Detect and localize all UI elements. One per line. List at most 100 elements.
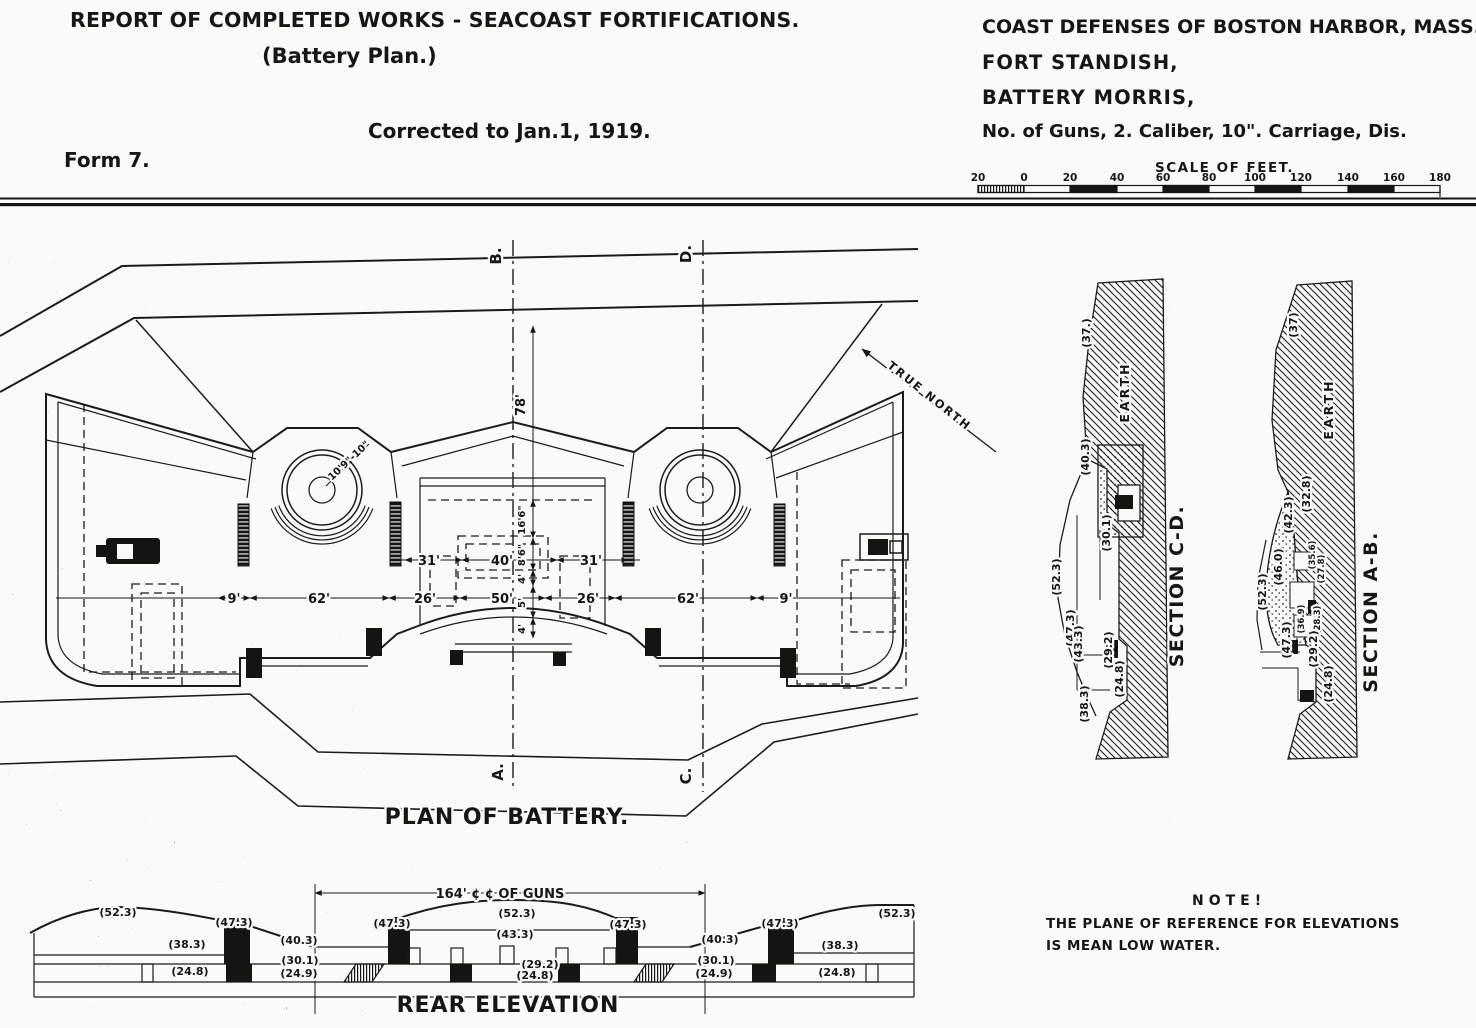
- plan-piers-and-strips: [237, 501, 796, 678]
- svg-text:(29.2): (29.2): [1307, 630, 1320, 667]
- titleblock-defenses: COAST DEFENSES OF BOSTON HARBOR, MASS.: [982, 16, 1476, 38]
- scale-bar: [977, 184, 1441, 197]
- svg-text:0: 0: [1020, 172, 1027, 184]
- guns-spacing-dimension: 164' ¢ ¢ OF GUNS: [436, 887, 565, 902]
- svg-text:9': 9': [779, 592, 792, 607]
- plan-battery-geometry: [45, 303, 904, 687]
- svg-text:(36.9): (36.9): [1297, 605, 1307, 634]
- svg-text:(37.): (37.): [1080, 318, 1093, 348]
- corrected-date: Corrected to Jan.1, 1919.: [368, 119, 651, 143]
- svg-text:(24.8): (24.8): [171, 965, 208, 978]
- svg-text:(30.1): (30.1): [697, 954, 734, 967]
- svg-text:(43.3): (43.3): [1072, 625, 1085, 662]
- svg-text:(24.8): (24.8): [1113, 660, 1126, 697]
- svg-text:(32.8): (32.8): [1300, 475, 1313, 512]
- scale-of-feet-label: SCALE OF FEET.: [1155, 160, 1294, 176]
- svg-text:EARTH: EARTH: [1117, 361, 1132, 422]
- svg-text:16'6": 16'6": [517, 505, 528, 534]
- svg-text:(38.3): (38.3): [168, 938, 205, 951]
- svg-text:(52.3): (52.3): [1050, 558, 1063, 595]
- svg-text:62': 62': [308, 592, 330, 607]
- svg-text:(30.1): (30.1): [1100, 514, 1113, 551]
- svg-text:(40.3): (40.3): [280, 934, 317, 947]
- report-subtitle: (Battery Plan.): [262, 44, 437, 68]
- svg-text:(52.3): (52.3): [878, 907, 915, 920]
- note-line2: IS MEAN LOW WATER.: [1046, 938, 1221, 954]
- titleblock-battery: BATTERY MORRIS,: [982, 86, 1196, 109]
- section-ab-geometry: [1256, 280, 1358, 760]
- titleblock-armament: No. of Guns, 2. Caliber, 10". Carriage, …: [982, 121, 1407, 142]
- rear-elevation-labels: 164' ¢ ¢ OF GUNS (52.3) (47.3) (38.3) (2…: [97, 885, 918, 985]
- svg-text:(40.3): (40.3): [701, 933, 738, 946]
- svg-text:9': 9': [227, 592, 240, 607]
- svg-text:(24.9): (24.9): [695, 967, 732, 980]
- svg-text:(42.3): (42.3): [1282, 496, 1295, 533]
- svg-text:(47.3): (47.3): [1280, 621, 1293, 658]
- svg-text:(52.3): (52.3): [99, 906, 136, 919]
- svg-text:31': 31': [418, 554, 440, 569]
- svg-text:(35.6): (35.6): [1308, 541, 1318, 570]
- svg-text:(24.8): (24.8): [1322, 665, 1335, 702]
- plan-roads-geometry: [0, 248, 919, 817]
- svg-text:60: 60: [1156, 172, 1171, 184]
- svg-text:EARTH: EARTH: [1321, 378, 1336, 439]
- section-marker-a: A.: [489, 763, 507, 781]
- svg-text:78': 78': [514, 394, 529, 416]
- titleblock-fort: FORT STANDISH,: [982, 51, 1179, 74]
- svg-text:40: 40: [1110, 172, 1125, 184]
- svg-text:(47.3): (47.3): [761, 917, 798, 930]
- svg-text:(37): (37): [1287, 312, 1300, 337]
- section-ab-title: SECTION A-B.: [1360, 531, 1382, 693]
- svg-text:120: 120: [1290, 172, 1312, 184]
- svg-text:(28.3): (28.3): [1313, 606, 1323, 635]
- header-divider-rules: [0, 197, 1476, 207]
- report-title: REPORT OF COMPLETED WORKS - SEACOAST FOR…: [70, 8, 800, 32]
- svg-text:(46.0): (46.0): [1272, 548, 1285, 585]
- rear-elevation-geometry: [29, 884, 915, 1014]
- section-marker-d: D.: [677, 245, 695, 263]
- gun-emplacement-right: [648, 449, 752, 545]
- svg-text:(38.3): (38.3): [1078, 685, 1091, 722]
- svg-text:(47.3): (47.3): [373, 917, 410, 930]
- svg-text:80: 80: [1202, 172, 1217, 184]
- plan-title: PLAN OF BATTERY.: [385, 805, 630, 830]
- section-ab-labels: (37) EARTH (52.3) (46.0) (42.3) (32.8) (…: [1254, 310, 1385, 705]
- svg-text:(24.8): (24.8): [516, 969, 553, 982]
- svg-text:(47.3): (47.3): [215, 916, 252, 929]
- svg-text:8'6": 8'6": [517, 544, 528, 566]
- section-marker-b: B.: [487, 247, 505, 264]
- plan-fixture-left: [96, 538, 160, 564]
- svg-text:40': 40': [491, 554, 513, 569]
- svg-text:4': 4': [517, 574, 528, 584]
- section-cd-geometry: [1057, 278, 1169, 760]
- svg-text:(43.3): (43.3): [496, 928, 533, 941]
- plan-dimensions: [56, 325, 900, 639]
- svg-text:(47.3): (47.3): [609, 918, 646, 931]
- plan-fixture-right: [859, 533, 909, 561]
- svg-text:31': 31': [580, 554, 602, 569]
- svg-text:100: 100: [1244, 172, 1266, 184]
- svg-text:(52.3): (52.3): [498, 907, 535, 920]
- section-cd-labels: (37.) EARTH (40.3) (30.1) (52.3) (47.3) …: [1048, 316, 1191, 725]
- note-line1: THE PLANE OF REFERENCE FOR ELEVATIONS: [1046, 916, 1400, 932]
- gun-emplacement-left: [270, 443, 374, 545]
- rear-elevation-title: REAR ELEVATION: [397, 993, 620, 1018]
- section-marker-c: C.: [677, 768, 695, 785]
- svg-text:(30.1): (30.1): [281, 954, 318, 967]
- svg-text:20: 20: [1063, 172, 1078, 184]
- svg-text:(52.3): (52.3): [1256, 573, 1269, 610]
- note-title: NOTE!: [1192, 893, 1267, 909]
- svg-text:(40.3): (40.3): [1079, 438, 1092, 475]
- svg-text:(24.8): (24.8): [818, 966, 855, 979]
- svg-text:180: 180: [1429, 172, 1451, 184]
- svg-text:50': 50': [491, 592, 513, 607]
- svg-text:(24.9): (24.9): [280, 967, 317, 980]
- svg-text:5': 5': [517, 598, 528, 608]
- svg-text:(29.2): (29.2): [1102, 631, 1115, 668]
- svg-text:(38.3): (38.3): [821, 939, 858, 952]
- svg-text:20: 20: [971, 172, 986, 184]
- svg-text:26': 26': [414, 592, 436, 607]
- section-cut-lines: [512, 240, 704, 792]
